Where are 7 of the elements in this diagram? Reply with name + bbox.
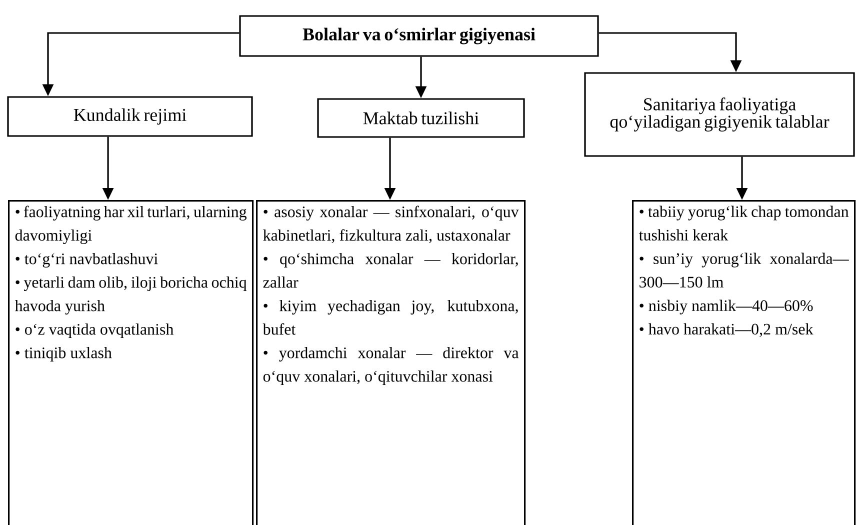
title-box: Bolalar va o‘smirlar gigiyenasi — [239, 15, 599, 57]
list-box: • tabiiy yorug‘lik chap tomondan tushishi kerak • sun’iy yorug‘lik xonalarda—300—150 lm • nisbiy namlik—40—60% • havo harakati—0,2 m/sek — [632, 200, 856, 525]
category-box: Kundalik rejimi — [7, 96, 253, 137]
list-box: • faoliyatning har xil turlari, ularning davomiyligi • to‘g‘ri navbatlashuvi • yetarli dam olib, iloji boricha ochiq havoda yurish • o‘z vaqtida ovqatlanish • tiniqib uxlash — [8, 200, 254, 525]
category-box: Sanitariya faoliyatiga qo‘yiladigan gigiyenik talablar — [584, 72, 855, 157]
list-box: • asosiy xonalar — sinfxonalari, o‘quv kabinetlari, fizkultura zali, ustaxonalar • qo‘shimcha xonalar — koridorlar, zallar • kiyim yechadigan joy, kutubxona, bufet • yordamchi xonalar — direktor va o‘quv xonalari, o‘qituvchilar xonasi — [256, 200, 526, 525]
category-box: Maktab tuzilishi — [317, 98, 525, 138]
